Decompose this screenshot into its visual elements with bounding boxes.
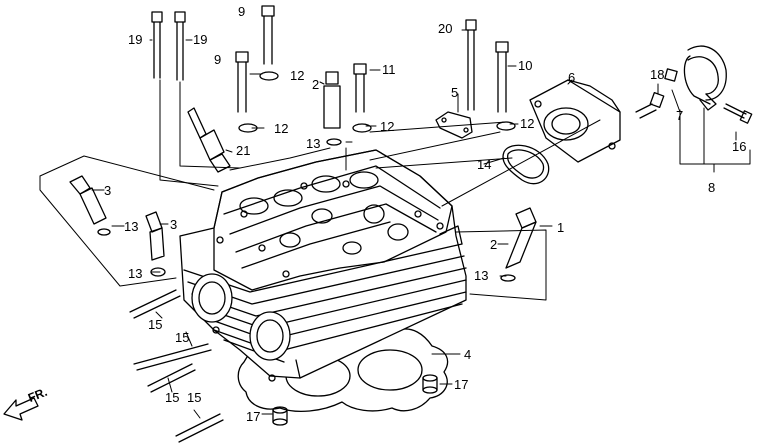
tensioner-left-lower xyxy=(146,212,165,276)
bolt-19-right xyxy=(175,12,185,80)
bolt-19-left xyxy=(152,12,162,78)
callout-6: 6 xyxy=(568,70,576,85)
callout-15: 15 xyxy=(187,390,202,405)
callout-20: 20 xyxy=(438,21,453,36)
callout-13: 13 xyxy=(128,266,143,281)
callout-18: 18 xyxy=(650,67,665,82)
callout-21: 21 xyxy=(236,143,251,158)
callout-7: 7 xyxy=(676,108,684,123)
rocker-shaft-right xyxy=(501,208,536,281)
front-direction-arrow-icon xyxy=(4,398,38,420)
bolt-20 xyxy=(466,20,476,110)
callout-11: 11 xyxy=(382,62,396,77)
callout-2: 2 xyxy=(312,77,320,92)
callout-10: 10 xyxy=(518,58,533,73)
spark-plug xyxy=(188,108,230,172)
intake-band xyxy=(665,46,726,110)
callout-14: 14 xyxy=(477,157,492,172)
callout-5: 5 xyxy=(451,85,459,100)
callout-1: 1 xyxy=(557,220,565,235)
bracket xyxy=(436,112,472,138)
callout-13: 13 xyxy=(306,136,321,151)
band-screw xyxy=(724,104,752,123)
bolt-11 xyxy=(353,64,371,132)
callout-15: 15 xyxy=(165,390,180,405)
callout-17: 17 xyxy=(246,409,261,424)
callout-17: 17 xyxy=(454,377,469,392)
callout-12: 12 xyxy=(380,119,395,134)
callout-15: 15 xyxy=(175,330,190,345)
bolt-10 xyxy=(496,42,515,130)
callout-3: 3 xyxy=(170,217,178,232)
callout-15: 15 xyxy=(148,317,163,332)
callout-8: 8 xyxy=(708,180,716,195)
callout-9: 9 xyxy=(238,4,246,19)
callout-12: 12 xyxy=(290,68,305,83)
callout-12: 12 xyxy=(520,116,535,131)
callout-9: 9 xyxy=(214,52,222,67)
stud-bolts xyxy=(130,290,223,442)
callout-13: 13 xyxy=(474,268,489,283)
callout-19: 19 xyxy=(128,32,143,47)
intake-o-ring xyxy=(503,145,549,183)
leader-lines xyxy=(40,30,750,418)
callout-2: 2 xyxy=(490,237,498,252)
bolt-9-mid xyxy=(236,52,257,132)
dowel-pin-1 xyxy=(423,375,437,393)
rocker-shaft-top xyxy=(324,72,341,145)
callout-4: 4 xyxy=(464,347,472,362)
callout-13: 13 xyxy=(124,219,139,234)
dowel-pin-2 xyxy=(273,407,287,425)
cylinder-head xyxy=(180,150,466,381)
callout-16: 16 xyxy=(732,139,747,154)
intake-pipe xyxy=(530,80,620,162)
callout-12: 12 xyxy=(274,121,289,136)
tensioner-left-upper xyxy=(70,176,110,235)
bolt-9-top xyxy=(260,6,278,80)
callout-19: 19 xyxy=(193,32,208,47)
callout-3: 3 xyxy=(104,183,112,198)
bolt-18 xyxy=(636,93,664,118)
